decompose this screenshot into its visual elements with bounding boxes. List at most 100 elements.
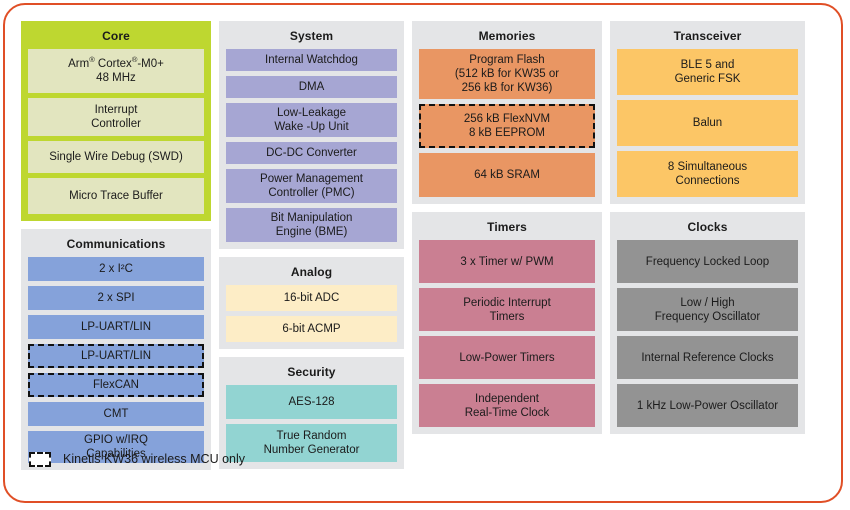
block-communications-5[interactable]: CMT (28, 402, 204, 426)
block-communications-3[interactable]: LP-UART/LIN (28, 344, 204, 368)
block-analog-1[interactable]: 6-bit ACMP (226, 316, 397, 342)
block-label: 3 x Timer w/ PWM (460, 255, 553, 269)
block-line: Internal Watchdog (265, 54, 358, 66)
block-label: Program Flash (512 kB for KW35 or 256 kB f… (455, 53, 559, 95)
block-list-memories: Program Flash (512 kB for KW35 or 256 kB f… (419, 49, 595, 197)
block-line: Bit Manipulation (270, 212, 353, 224)
legend-label: Kinetis KW36 wireless MCU only (63, 452, 245, 466)
block-timers-2[interactable]: Low-Power Timers (419, 336, 595, 379)
block-line: Real-Time Clock (464, 406, 550, 419)
block-label: DC-DC Converter (266, 146, 357, 160)
block-line: 2 x SPI (97, 292, 135, 304)
block-line: Internal Reference Clocks (641, 351, 774, 364)
panel-title-memories: Memories (478, 29, 536, 43)
block-label: Single Wire Debug (SWD) (49, 150, 183, 164)
panel-title-security: Security (287, 365, 336, 379)
panel-title-system: System (289, 29, 334, 43)
block-label: LP-UART/LIN (81, 349, 151, 363)
block-line: Generic FSK (674, 73, 741, 85)
dashed-box-swatch-icon (29, 452, 51, 467)
block-line: 6-bit ACMP (282, 323, 341, 335)
block-line: Frequency Oscillator (654, 310, 761, 323)
block-line: LP-UART/LIN (80, 321, 152, 333)
legend: Kinetis KW36 wireless MCU only (29, 452, 245, 467)
block-line: FlexCAN (92, 379, 139, 391)
block-label: 2 x SPI (97, 291, 134, 305)
block-clocks-3[interactable]: 1 kHz Low-Power Oscillator (617, 384, 798, 427)
block-security-0[interactable]: AES-128 (226, 385, 397, 419)
block-line: Low-Leakage (276, 107, 347, 119)
block-system-0[interactable]: Internal Watchdog (226, 49, 397, 71)
block-line: 8 Simultaneous (667, 161, 748, 173)
block-line: (512 kB for KW35 or (454, 68, 560, 80)
block-label: Internal Reference Clocks (641, 351, 773, 365)
block-line: LP-UART/LIN (80, 350, 152, 362)
block-system-1[interactable]: DMA (226, 76, 397, 98)
block-line: BLE 5 and (680, 59, 735, 71)
block-communications-2[interactable]: LP-UART/LIN (28, 315, 204, 339)
block-timers-0[interactable]: 3 x Timer w/ PWM (419, 240, 595, 283)
block-analog-0[interactable]: 16-bit ADC (226, 285, 397, 311)
block-communications-1[interactable]: 2 x SPI (28, 286, 204, 310)
block-line: 64 kB SRAM (474, 169, 540, 181)
block-transceiver-1[interactable]: Balun (617, 100, 798, 146)
block-clocks-2[interactable]: Internal Reference Clocks (617, 336, 798, 379)
block-memories-0[interactable]: Program Flash (512 kB for KW35 or 256 kB f… (419, 49, 595, 99)
block-communications-4[interactable]: FlexCAN (28, 373, 204, 397)
block-line: Low / High (680, 296, 735, 309)
block-line: Micro Trace Buffer (69, 190, 163, 202)
block-line: Power Management (260, 173, 363, 185)
block-line: 256 kB for KW36) (461, 82, 553, 94)
block-line: Periodic Interrupt (463, 296, 551, 309)
block-line: Low-Power Timers (459, 351, 555, 364)
block-label: LP-UART/LIN (81, 320, 151, 334)
block-line: Program Flash (469, 54, 545, 66)
block-core-2[interactable]: Single Wire Debug (SWD) (28, 141, 204, 173)
block-line: GPIO w/IRQ (84, 434, 148, 446)
block-core-0[interactable]: Arm® Cortex®-M0+48 MHz (28, 49, 204, 93)
block-label: 2 x I²C (99, 262, 133, 276)
block-label: 64 kB SRAM (474, 168, 540, 182)
block-line: Controller (91, 118, 141, 130)
block-clocks-0[interactable]: Frequency Locked Loop (617, 240, 798, 283)
block-communications-0[interactable]: 2 x I²C (28, 257, 204, 281)
block-line: Interrupt (94, 104, 138, 116)
block-label: Frequency Locked Loop (646, 255, 769, 269)
block-line: DMA (298, 81, 325, 93)
block-line: 2 x I²C (99, 263, 133, 275)
block-line: Wake -Up Unit (274, 121, 349, 133)
block-label: 16-bit ADC (284, 291, 340, 305)
block-memories-2[interactable]: 64 kB SRAM (419, 153, 595, 197)
block-core-3[interactable]: Micro Trace Buffer (28, 178, 204, 214)
block-line: Frequency Locked Loop (645, 255, 770, 268)
block-system-3[interactable]: DC-DC Converter (226, 142, 397, 164)
